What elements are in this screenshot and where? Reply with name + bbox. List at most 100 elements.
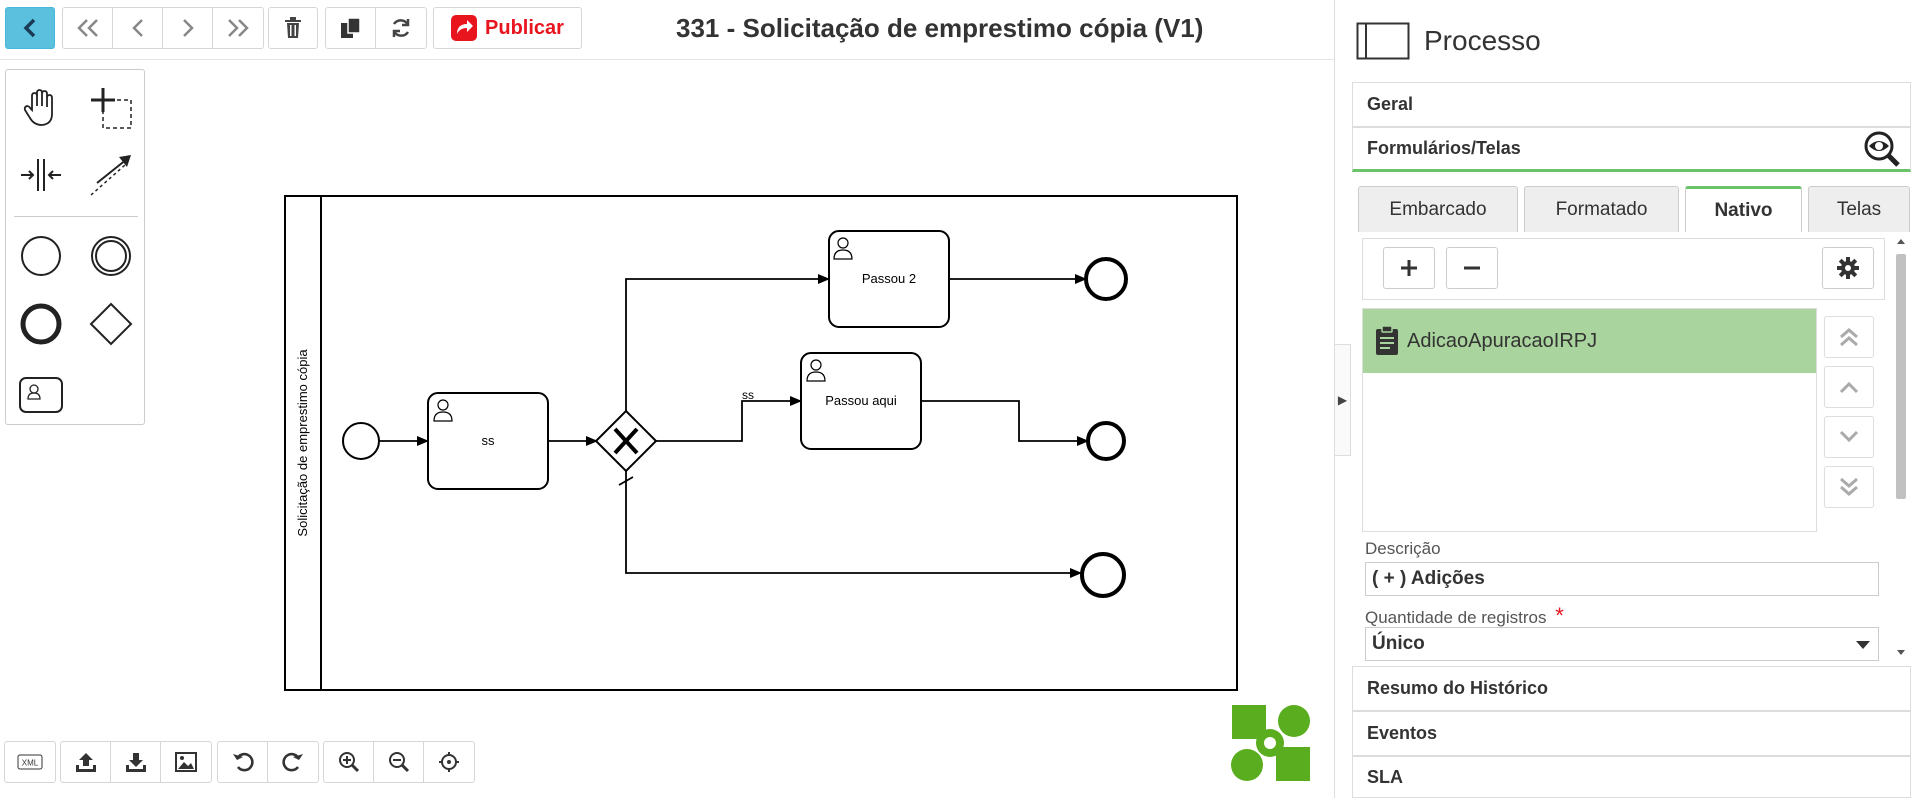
xml-icon: XML <box>17 754 43 770</box>
user-icon <box>433 399 453 422</box>
start-event-tool[interactable] <box>13 228 69 284</box>
panel-title: Processo <box>1424 25 1541 56</box>
move-top-button[interactable] <box>1824 316 1874 358</box>
user-task-icon <box>19 377 63 413</box>
scroll-down-arrow-icon <box>1897 650 1905 655</box>
quantidade-value: Único <box>1372 633 1425 654</box>
image-icon <box>175 752 197 772</box>
scroll-up-arrow-icon <box>1897 239 1905 244</box>
flow-passouaqui-to-end2[interactable] <box>922 400 1089 446</box>
preview-eye-icon[interactable] <box>1863 130 1901 168</box>
flow-gateway-to-passou2[interactable] <box>625 274 830 414</box>
copy-button[interactable] <box>326 8 376 48</box>
section-formularios[interactable]: Formulários/Telas <box>1352 127 1911 172</box>
tab-embarcado[interactable]: Embarcado <box>1358 186 1518 232</box>
gateway-icon <box>89 302 133 346</box>
space-tool-icon <box>21 159 61 191</box>
descricao-field[interactable]: ( + ) Adições <box>1365 562 1879 596</box>
download-button[interactable] <box>111 742 161 782</box>
end-event-3[interactable] <box>1080 552 1126 598</box>
quantidade-select[interactable]: Único <box>1365 627 1879 661</box>
remove-button[interactable] <box>1446 247 1498 289</box>
tab-nativo[interactable]: Nativo <box>1685 186 1802 232</box>
section-resumo[interactable]: Resumo do Histórico <box>1352 666 1911 711</box>
share-icon <box>451 15 478 41</box>
tab-embarcado-label: Embarcado <box>1389 198 1487 220</box>
refresh-button[interactable] <box>376 8 426 48</box>
tab-telas[interactable]: Telas <box>1808 186 1910 232</box>
pool-label: Solicitação de emprestimo cópia <box>295 349 310 537</box>
bpmn-diagram: Solicitação de emprestimo cópia ss ss P <box>284 195 1238 691</box>
move-down-button[interactable] <box>1824 416 1874 458</box>
start-event[interactable] <box>342 422 380 460</box>
double-chevron-down-icon <box>1840 477 1858 496</box>
task-ss-label: ss <box>482 433 496 448</box>
add-button[interactable] <box>1383 247 1435 289</box>
settings-button[interactable] <box>1822 247 1874 289</box>
zoom-in-icon <box>338 752 359 773</box>
task-passou-aqui[interactable] <box>800 352 922 450</box>
default-flow-marker <box>618 476 634 486</box>
quantidade-label-wrap: Quantidade de registros * <box>1365 603 1564 629</box>
flow-gateway-to-end3[interactable] <box>625 468 1082 578</box>
last-button[interactable] <box>213 8 263 48</box>
section-geral[interactable]: Geral <box>1352 82 1911 127</box>
tab-telas-label: Telas <box>1836 198 1882 220</box>
brand-logo <box>1231 705 1310 781</box>
copy-icon <box>340 17 361 38</box>
svg-text:XML: XML <box>22 759 39 768</box>
lasso-tool[interactable] <box>83 80 139 136</box>
hand-icon <box>23 89 53 126</box>
chevron-left-icon <box>23 18 36 38</box>
next-button[interactable] <box>163 8 213 48</box>
double-chevron-right-icon <box>228 19 249 37</box>
zoom-out-icon <box>388 752 409 773</box>
file-group <box>60 741 212 783</box>
gear-icon <box>1837 257 1859 279</box>
undo-button[interactable] <box>218 742 268 782</box>
redo-button[interactable] <box>268 742 318 782</box>
first-button[interactable] <box>63 8 113 48</box>
move-bottom-button[interactable] <box>1824 466 1874 508</box>
hand-tool[interactable] <box>13 80 69 136</box>
publish-label: Publicar <box>485 16 564 39</box>
palette-separator <box>14 216 138 217</box>
connect-tool[interactable] <box>83 147 139 203</box>
list-item-selected[interactable]: AdicaoApuracaoIRPJ <box>1363 309 1816 373</box>
xml-button[interactable]: XML <box>5 742 55 782</box>
tab-formatado[interactable]: Formatado <box>1524 186 1679 232</box>
center-button[interactable] <box>424 742 474 782</box>
space-tool[interactable] <box>13 147 69 203</box>
section-eventos[interactable]: Eventos <box>1352 711 1911 756</box>
panel-divider <box>1334 0 1335 798</box>
export-image-button[interactable] <box>161 742 211 782</box>
panel-collapse-toggle[interactable]: ▶ <box>1335 344 1351 456</box>
quantidade-label: Quantidade de registros <box>1365 608 1547 627</box>
intermediate-event-tool[interactable] <box>83 228 139 284</box>
move-up-button[interactable] <box>1824 366 1874 408</box>
end-event-icon <box>20 303 62 345</box>
previous-button[interactable] <box>113 8 163 48</box>
flow-gateway-to-passouaqui[interactable] <box>656 396 802 442</box>
panel-scrollbar[interactable] <box>1893 236 1909 662</box>
panel-layout-icon <box>1356 22 1410 60</box>
chevron-left-icon <box>131 19 143 37</box>
caret-down-icon <box>1856 641 1870 649</box>
end-event-2[interactable] <box>1086 421 1126 461</box>
user-task-tool[interactable] <box>13 367 69 423</box>
gateway-tool[interactable] <box>83 296 139 352</box>
upload-button[interactable] <box>61 742 111 782</box>
delete-button[interactable] <box>268 7 318 49</box>
end-event-1[interactable] <box>1084 257 1128 301</box>
task-passou-2-label: Passou 2 <box>862 271 916 286</box>
zoom-out-button[interactable] <box>374 742 424 782</box>
task-ss[interactable] <box>427 392 549 490</box>
end-event-tool[interactable] <box>13 296 69 352</box>
back-button[interactable] <box>5 7 55 49</box>
publish-button[interactable]: Publicar <box>433 7 582 49</box>
zoom-in-button[interactable] <box>324 742 374 782</box>
section-sla[interactable]: SLA <box>1352 756 1911 798</box>
exclusive-gateway[interactable] <box>594 409 658 473</box>
task-passou-2[interactable] <box>828 230 950 328</box>
scroll-thumb[interactable] <box>1896 254 1906 499</box>
